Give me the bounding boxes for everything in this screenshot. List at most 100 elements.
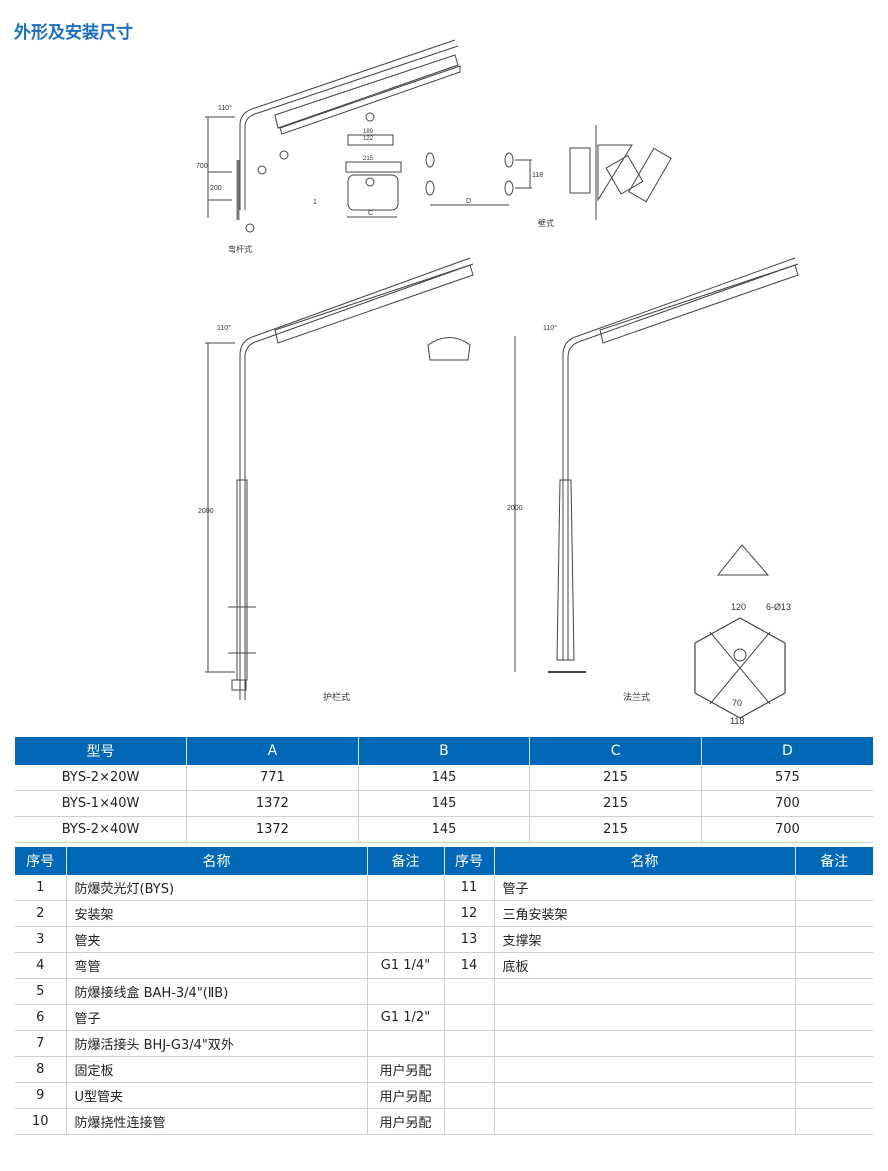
table-cell [494,1056,796,1083]
col-note-2: 备注 [795,847,873,875]
fixture-detail-drawing: 189 122 215 1 C [313,129,402,218]
table-cell: 215 [529,816,702,843]
table-cell: 弯管 [66,952,368,979]
col-note: 备注 [367,847,445,875]
table-cell [444,1056,495,1083]
table-cell: 三角安装架 [494,900,796,927]
col-c: C [529,737,702,765]
bent-pole-drawing: 110° 700 200 弯杆式 [196,39,461,254]
table-cell: 用户另配 [367,1082,445,1109]
table-cell [444,1030,495,1057]
table-cell: 1372 [186,816,359,843]
table-cell: 11 [444,875,495,901]
table-cell: 9 [15,1082,67,1109]
dim-d: D [466,198,471,205]
dim-189: 189 [363,129,374,135]
table-cell: 5 [15,978,67,1005]
table-cell [367,875,445,901]
table-cell [367,1030,445,1057]
table-cell: 4 [15,952,67,979]
table-cell: 固定板 [66,1056,368,1083]
col-name: 名称 [66,847,368,875]
col-d: D [701,737,873,765]
col-no-2: 序号 [444,847,495,875]
table-cell: 管夹 [66,926,368,953]
table-cell: 145 [358,816,531,843]
table-cell: 1 [15,875,67,901]
dim-118: 118 [532,172,543,179]
table-cell: 7 [15,1030,67,1057]
table-cell: 215 [529,765,702,791]
table-cell: 13 [444,926,495,953]
label-wall: 壁式 [538,218,554,228]
flange-drawing: 110° 2000 法兰式 120 6-Ø13 70 118 [507,257,799,726]
dim-1: 1 [313,199,317,206]
section-title: 外形及安装尺寸 [14,23,133,43]
table-cell: G1 1/4" [367,952,445,979]
dim-122: 122 [363,136,374,142]
table-cell [444,1004,495,1031]
table-cell [795,1004,873,1031]
guardrail-drawing: 110° 2000 护栏式 [198,257,474,702]
dim-c: C [368,210,373,217]
table-cell: BYS-2×40W [15,816,188,843]
col-a: A [186,737,359,765]
table-cell: U型管夹 [66,1082,368,1109]
angle-label: 110° [218,104,232,112]
table-cell: 防爆挠性连接管 [66,1108,368,1135]
installation-drawings: 110° 700 200 弯杆式 189 122 215 1 C D 118 [196,39,799,726]
table-cell [494,1030,796,1057]
label-flange: 法兰式 [623,691,650,702]
angle-label-3: 110° [543,324,557,332]
table-cell: 8 [15,1056,67,1083]
dim-70: 70 [732,698,742,708]
table-cell: 12 [444,900,495,927]
table-cell [795,926,873,953]
table-cell [444,978,495,1005]
table-cell: 6 [15,1004,67,1031]
table-cell: 700 [701,790,873,817]
table-cell [795,875,873,901]
table-cell: 防爆接线盒 BAH-3/4"(ⅡB) [66,978,368,1005]
hole-pattern-drawing: D 118 [425,152,543,206]
table-cell: G1 1/2" [367,1004,445,1031]
dim-215: 215 [363,156,374,162]
table-cell [795,952,873,979]
table-cell: 用户另配 [367,1056,445,1083]
col-no: 序号 [15,847,67,875]
dim-700: 700 [196,163,208,170]
table-cell [494,1004,796,1031]
table-cell: 700 [701,816,873,843]
dim-holes: 6-Ø13 [766,602,791,612]
col-b: B [358,737,531,765]
table-cell: 145 [358,765,531,791]
table-cell: 771 [186,765,359,791]
wall-mount-drawing: 壁式 [538,125,672,228]
dim-118-flange: 118 [730,716,744,726]
label-guardrail: 护栏式 [323,691,350,702]
col-model: 型号 [15,737,188,765]
table-cell: 管子 [66,1004,368,1031]
table-cell: 1372 [186,790,359,817]
table-cell: 防爆活接头 BHJ-G3/4"双外 [66,1030,368,1057]
table-cell: 2 [15,900,67,927]
table-cell [795,1108,873,1135]
table-cell [795,1082,873,1109]
table-cell [367,926,445,953]
dim-120: 120 [731,602,746,612]
table-cell: 管子 [494,875,796,901]
